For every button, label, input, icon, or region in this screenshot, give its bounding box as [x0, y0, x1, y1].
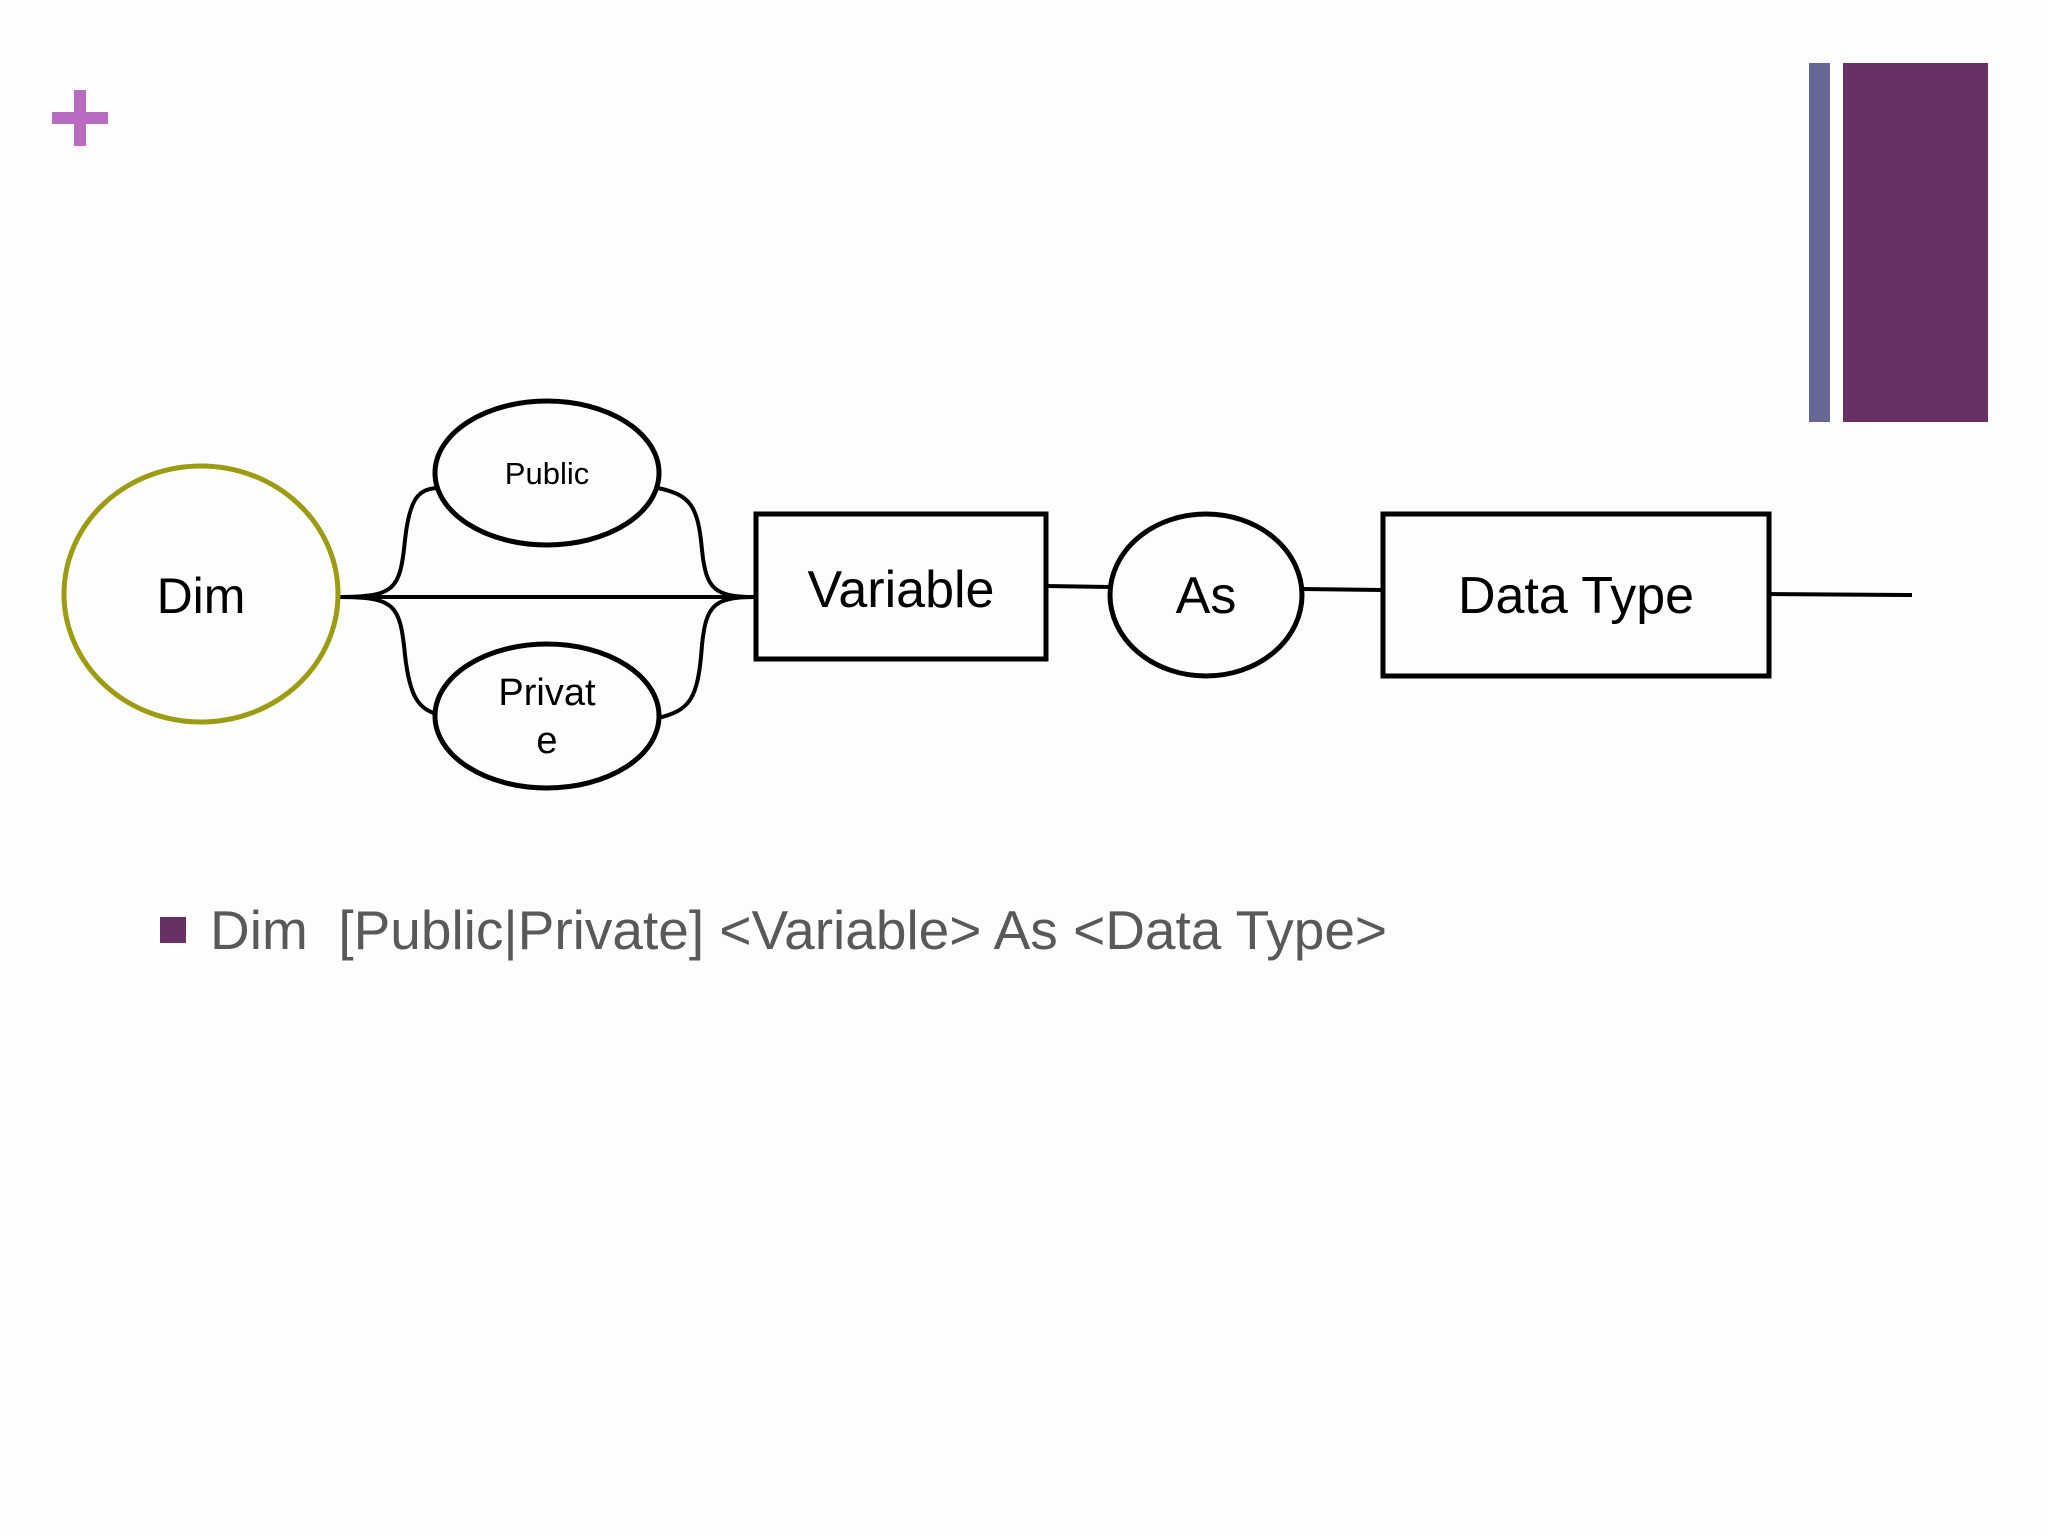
connector-variable-to-as: [1045, 584, 1111, 589]
as-node: [1107, 511, 1305, 679]
private-node-label-line1: Privat: [498, 672, 596, 714]
syntax-text: Dim [Public|Private] <Variable> As <Data…: [210, 899, 1388, 961]
public-node: [432, 398, 662, 548]
bullet-square-icon: [160, 917, 186, 943]
connector-lower-branch-right: [657, 595, 757, 720]
private-node-label-line2: e: [536, 720, 557, 762]
private-node: [432, 641, 662, 791]
accent-bar-thin: [1809, 63, 1830, 422]
dim-node: [61, 463, 341, 725]
connector-lower-branch-left: [337, 595, 437, 716]
accent-bar-wide: [1843, 63, 1988, 422]
variable-box: [753, 511, 1049, 662]
connector-upper-branch-right: [657, 486, 757, 599]
variable-box-label: Variable: [808, 561, 995, 619]
data-type-box-label: Data Type: [1458, 567, 1694, 625]
data-type-box: [1380, 511, 1772, 679]
bullet-list-item: Dim [Public|Private] <Variable> As <Data…: [160, 895, 1387, 965]
dim-node-label: Dim: [157, 568, 246, 624]
plus-icon-vertical: [74, 90, 86, 146]
as-node-label: As: [1176, 567, 1237, 625]
public-node-label: Public: [505, 456, 589, 491]
plus-icon: [52, 90, 108, 146]
connector-datatype-exit: [1767, 592, 1913, 597]
connector-as-to-datatype: [1301, 587, 1383, 592]
connector-upper-branch-left: [337, 486, 437, 599]
